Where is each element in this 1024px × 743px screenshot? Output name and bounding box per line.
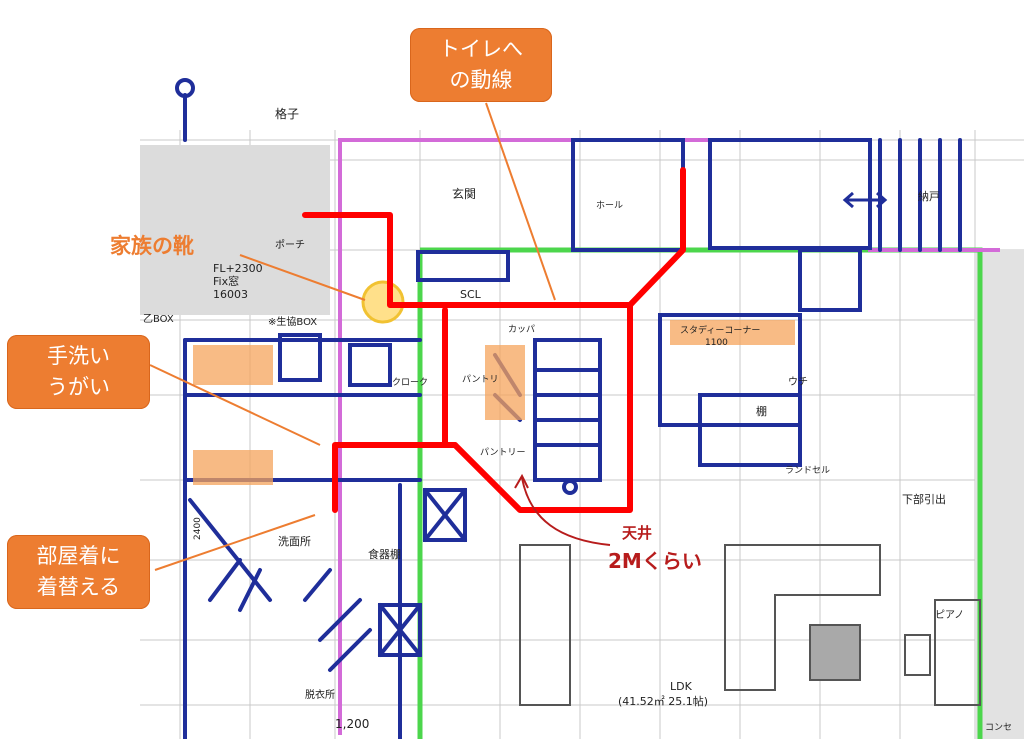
storage-label: 納戸 <box>918 190 940 203</box>
study-sub-label: ウチ <box>788 376 808 388</box>
cloak-label: クローク <box>392 377 428 388</box>
pantry-label-1: パントリ <box>462 374 498 385</box>
kappa-label: カッパ <box>508 324 535 335</box>
dim-2400-label: 2400 <box>193 517 203 540</box>
ldk-furniture <box>519 544 981 706</box>
family-shoes-label: 家族の靴 <box>110 234 194 258</box>
pantry-label-2: パントリー <box>480 447 525 458</box>
washroom-label: 洗面所 <box>278 535 311 548</box>
lower-slide-label: 下部引出 <box>902 492 946 506</box>
fl-label-1: FL+2300 <box>213 262 263 275</box>
callout-change-clothes: 部屋着に 着替える <box>7 535 150 609</box>
fl-label-3: 16003 <box>213 288 248 301</box>
callout-change-clothes-text: 部屋着に 着替える <box>36 544 121 599</box>
piano-label: ピアノ <box>935 609 964 621</box>
lattice-label: 格子 <box>275 106 299 121</box>
porch-label: ポーチ <box>275 239 305 251</box>
dim-1200-label: 1,200 <box>335 717 369 731</box>
fl-label-2: Fix窓 <box>213 274 239 288</box>
callout-handwash-text: 手洗い うがい <box>47 344 110 399</box>
randsel-label: ランドセル <box>785 465 830 476</box>
callout-toilet-route-text: トイレへ の動線 <box>439 37 523 92</box>
storage-arrow <box>842 191 888 209</box>
study-label: スタディーコーナー <box>680 324 760 336</box>
callout-toilet-route: トイレへ の動線 <box>410 28 552 102</box>
ceiling-note-line1: 天井 <box>622 524 652 542</box>
right-shade <box>975 250 1024 739</box>
route-lines <box>302 167 686 513</box>
shelf-label: 棚 <box>756 404 767 418</box>
ceiling-note-line2: 2Mくらい <box>608 549 702 573</box>
konsen-label: コンセ <box>985 722 1012 733</box>
porch-shade <box>140 145 330 315</box>
walls <box>175 78 962 741</box>
orange-highlights <box>193 320 795 485</box>
ldk-label: LDK <box>670 680 693 693</box>
callout-handwash: 手洗い うがい <box>7 335 150 409</box>
study-num-label: 1100 <box>705 338 728 348</box>
callout-pointers <box>149 102 556 571</box>
box-left-label: 乙BOX <box>143 313 174 325</box>
box-note-label: ※生協BOX <box>268 315 317 328</box>
entrance-label: 玄関 <box>452 186 476 201</box>
dressing-label: 脱衣所 <box>305 688 335 701</box>
scl-label: SCL <box>460 288 482 301</box>
ldk-area-label: (41.52㎡ 25.1帖) <box>618 695 708 708</box>
ceiling-note-arrow <box>514 473 611 546</box>
dish-shelf-label: 食器棚 <box>368 547 401 561</box>
hall-label: ホール <box>596 200 623 211</box>
